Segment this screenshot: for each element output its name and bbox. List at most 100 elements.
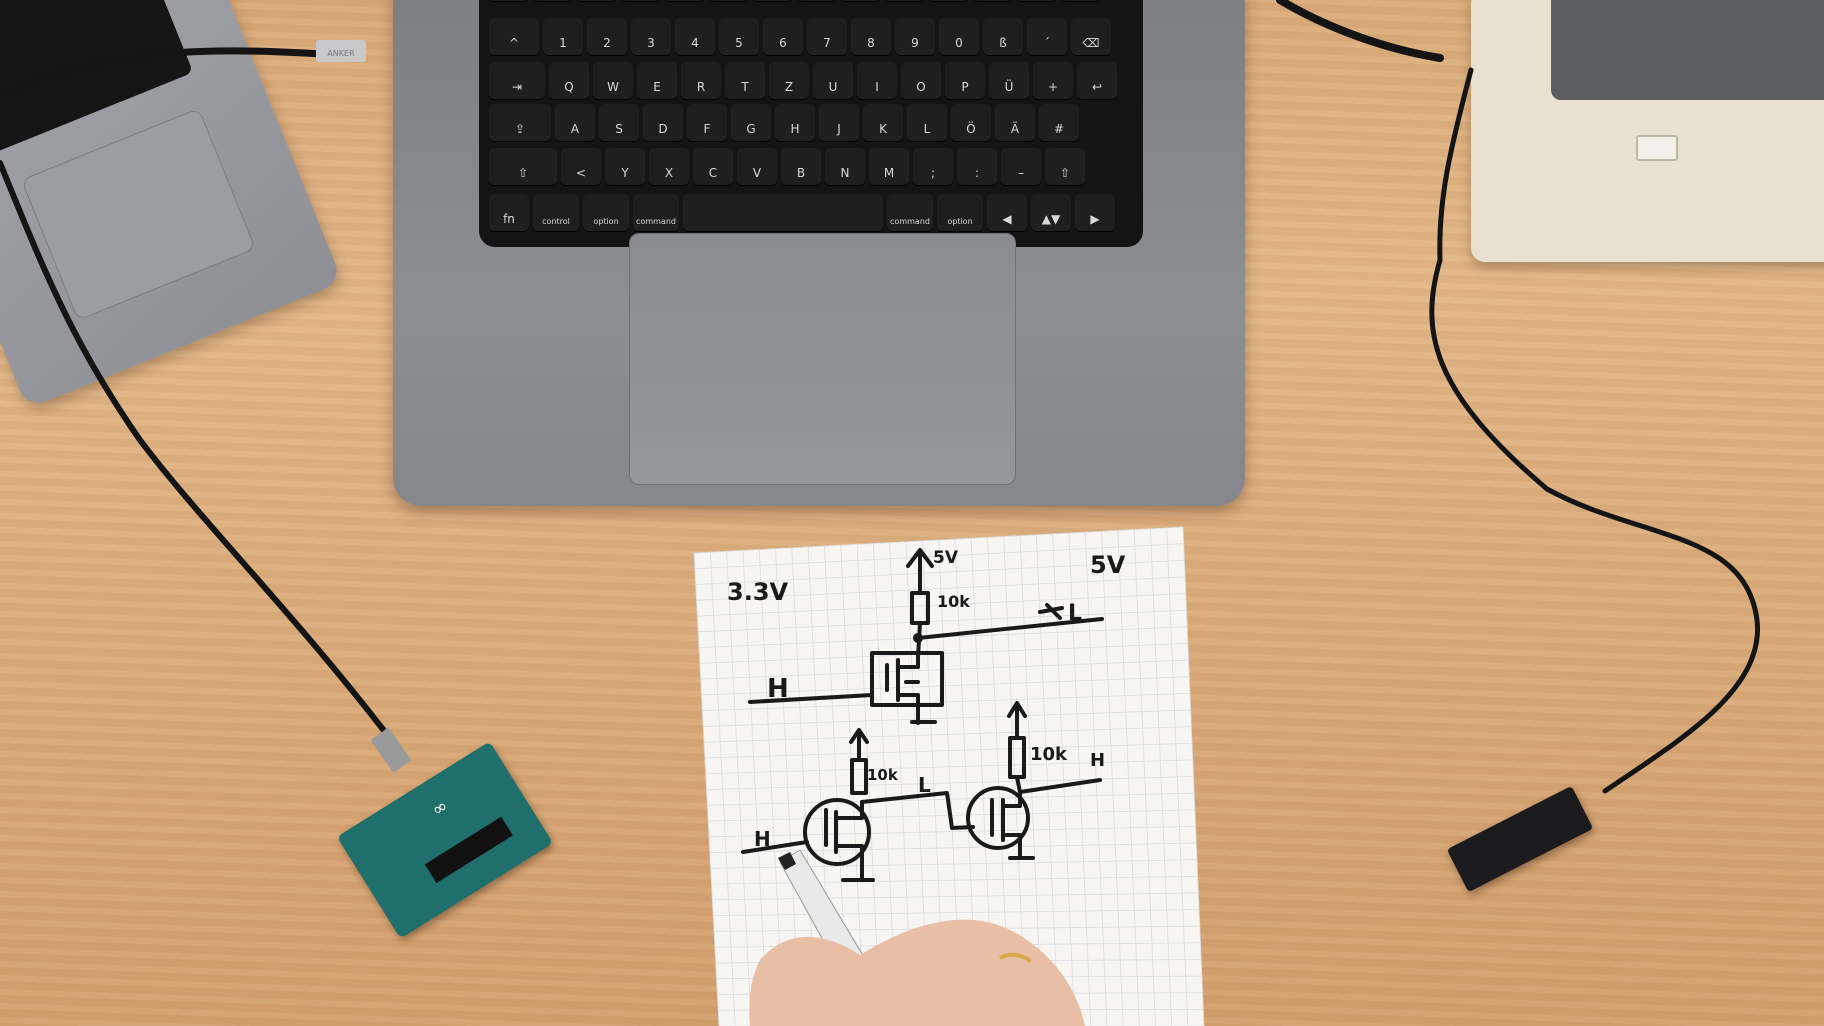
key[interactable]: ↩ (1077, 62, 1117, 100)
key[interactable]: M (869, 148, 909, 186)
key[interactable] (665, 0, 705, 2)
key[interactable]: 4 (675, 18, 715, 56)
key[interactable]: ´ (1027, 18, 1067, 56)
key[interactable] (621, 0, 661, 2)
key[interactable]: J (819, 104, 859, 142)
key-label: ⌫ (1082, 36, 1100, 50)
key[interactable]: fn (489, 194, 529, 232)
key[interactable]: F (687, 104, 727, 142)
key[interactable]: 2 (587, 18, 627, 56)
key[interactable]: Y (605, 148, 645, 186)
key[interactable] (1061, 0, 1101, 2)
key[interactable]: C (693, 148, 733, 186)
key[interactable] (1017, 0, 1057, 2)
key[interactable]: U (813, 62, 853, 100)
key[interactable]: command (633, 194, 679, 232)
key[interactable]: Ö (951, 104, 991, 142)
key[interactable]: option (583, 194, 629, 232)
key[interactable]: 5 (719, 18, 759, 56)
key[interactable]: esc (489, 0, 529, 2)
key-label: 7 (823, 36, 831, 50)
key[interactable]: control (533, 194, 579, 232)
key[interactable]: ß (983, 18, 1023, 56)
key-label: E (653, 80, 661, 94)
key[interactable] (753, 0, 793, 2)
key-label: ▶ (1090, 212, 1100, 226)
key[interactable]: Z (769, 62, 809, 100)
key[interactable]: 8 (851, 18, 891, 56)
key[interactable]: ▶ (1075, 194, 1115, 232)
key[interactable]: command (887, 194, 933, 232)
key[interactable]: ◀ (987, 194, 1027, 232)
key[interactable]: N (825, 148, 865, 186)
key[interactable]: : (957, 148, 997, 186)
key[interactable]: B (781, 148, 821, 186)
key-label: 1 (559, 36, 567, 50)
key-label: # (1053, 122, 1065, 136)
key[interactable]: K (863, 104, 903, 142)
key-label: T (741, 80, 749, 94)
key[interactable]: 0 (939, 18, 979, 56)
key[interactable] (709, 0, 749, 2)
key[interactable]: E (637, 62, 677, 100)
key[interactable] (929, 0, 969, 2)
key-label: ▲▼ (1041, 212, 1061, 226)
key[interactable]: T (725, 62, 765, 100)
key[interactable]: ⇧ (489, 148, 557, 186)
key-label: I (875, 80, 879, 94)
trackpad[interactable] (629, 233, 1016, 485)
key[interactable]: S (599, 104, 639, 142)
key[interactable]: Ü (989, 62, 1029, 100)
key[interactable] (973, 0, 1013, 2)
key[interactable]: 7 (807, 18, 847, 56)
key-label: U (828, 80, 838, 94)
key-label: Y (621, 166, 629, 180)
key[interactable]: W (593, 62, 633, 100)
key[interactable] (797, 0, 837, 2)
key[interactable]: ⇧ (1045, 148, 1085, 186)
key[interactable] (533, 0, 573, 2)
key[interactable]: ⌫ (1071, 18, 1111, 56)
key[interactable] (885, 0, 925, 2)
key-label: D (658, 122, 668, 136)
key[interactable]: R (681, 62, 721, 100)
key[interactable]: ▲▼ (1031, 194, 1071, 232)
key[interactable]: 3 (631, 18, 671, 56)
key[interactable]: I (857, 62, 897, 100)
key-label: N (840, 166, 850, 180)
key[interactable] (577, 0, 617, 2)
key[interactable]: option (937, 194, 983, 232)
key[interactable]: L (907, 104, 947, 142)
key[interactable]: 1 (543, 18, 583, 56)
key[interactable]: D (643, 104, 683, 142)
key-label: + (1047, 80, 1059, 94)
oscilloscope (1471, 0, 1824, 262)
key[interactable]: ⇪ (489, 104, 551, 142)
key[interactable]: A (555, 104, 595, 142)
key[interactable]: O (901, 62, 941, 100)
key-label: W (607, 80, 619, 94)
key[interactable] (683, 194, 883, 232)
key[interactable]: H (775, 104, 815, 142)
key[interactable]: ; (913, 148, 953, 186)
key[interactable]: ⇥ (489, 62, 545, 100)
key[interactable]: ^ (489, 18, 539, 56)
key[interactable]: X (649, 148, 689, 186)
key[interactable]: # (1039, 104, 1079, 142)
key[interactable]: G (731, 104, 771, 142)
key[interactable]: + (1033, 62, 1073, 100)
key[interactable]: Ä (995, 104, 1035, 142)
key[interactable]: P (945, 62, 985, 100)
key[interactable]: 6 (763, 18, 803, 56)
key-label: O (916, 80, 926, 94)
key-label: – (1018, 166, 1024, 180)
key[interactable]: 9 (895, 18, 935, 56)
key[interactable]: V (737, 148, 777, 186)
key[interactable]: < (561, 148, 601, 186)
key[interactable]: Q (549, 62, 589, 100)
key[interactable] (841, 0, 881, 2)
key-label: ⇧ (1059, 166, 1071, 180)
key[interactable]: – (1001, 148, 1041, 186)
key-label: 3 (647, 36, 655, 50)
